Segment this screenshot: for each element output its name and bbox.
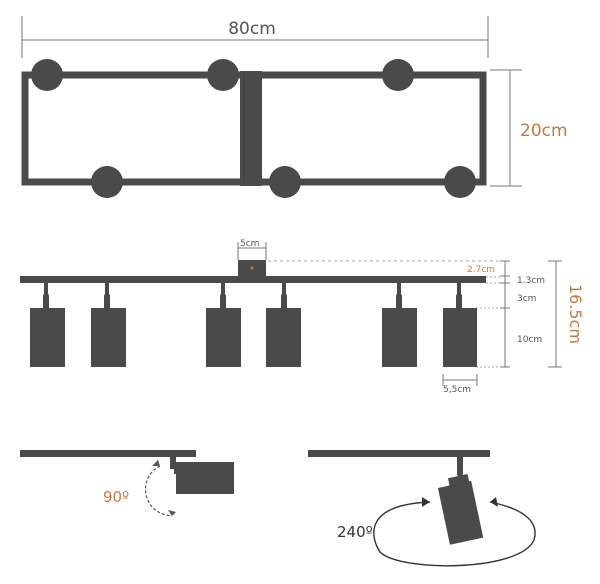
width-label: 80cm bbox=[228, 19, 276, 39]
mount-height-label: 2.7cm bbox=[467, 265, 495, 275]
tilt-view: 90º bbox=[20, 450, 234, 517]
spotlight-disc bbox=[91, 166, 123, 198]
spotlight-disc bbox=[207, 59, 239, 91]
spotlight-disc bbox=[444, 166, 476, 198]
stem-height-label: 3cm bbox=[517, 294, 536, 304]
swivel-lamp bbox=[437, 480, 484, 545]
spotlight bbox=[206, 283, 241, 367]
swivel-view: 240º bbox=[308, 450, 536, 567]
spotlight-disc bbox=[269, 166, 301, 198]
ceiling-mount-plate bbox=[240, 71, 262, 186]
spotlight bbox=[30, 283, 65, 367]
spotlight bbox=[443, 283, 477, 367]
top-view: 80cm 20cm bbox=[21, 16, 568, 198]
spotlight-disc bbox=[31, 59, 63, 91]
tilt-arrow bbox=[144, 465, 173, 517]
rail-height-label: 1.3cm bbox=[517, 276, 545, 286]
tilted-lamp bbox=[176, 462, 234, 494]
spotlight bbox=[266, 283, 301, 367]
lamp-diameter-label: 5,5cm bbox=[443, 385, 471, 395]
swivel-angle-label: 240º bbox=[337, 523, 373, 541]
tilt-rail bbox=[20, 450, 196, 457]
tilt-angle-label: 90º bbox=[103, 488, 129, 506]
spotlight bbox=[91, 283, 126, 367]
total-height-label: 16.5cm bbox=[566, 284, 585, 344]
side-view: 5cm bbox=[20, 239, 585, 395]
swivel-rail bbox=[308, 450, 490, 457]
depth-label: 20cm bbox=[520, 121, 568, 141]
lamp-height-label: 10cm bbox=[517, 335, 542, 345]
swivel-arrow bbox=[373, 501, 536, 567]
side-rail bbox=[20, 276, 486, 283]
spotlight bbox=[382, 283, 417, 367]
spotlight-disc bbox=[382, 59, 414, 91]
side-spotlights bbox=[30, 283, 477, 367]
mount-width-label: 5cm bbox=[240, 239, 259, 249]
